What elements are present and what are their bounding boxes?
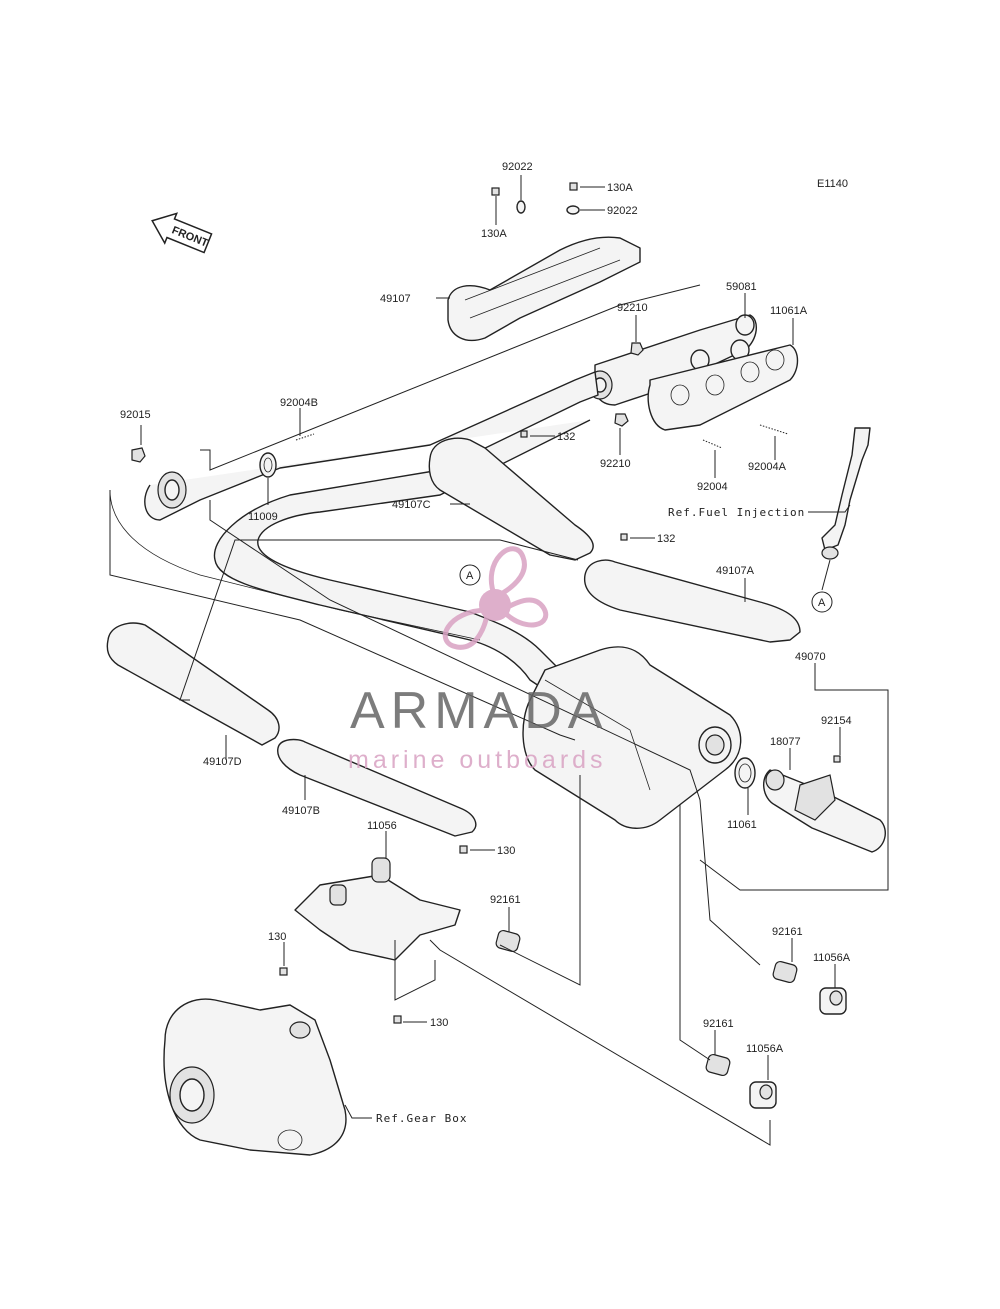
callout-132-top: 132	[557, 431, 575, 443]
callout-11056A-c: 11056A	[746, 1043, 784, 1055]
stud-92004B	[295, 433, 315, 441]
leader-lines	[109, 175, 889, 1146]
stud-92004	[702, 439, 723, 449]
marker-a-right: A	[811, 591, 833, 613]
bolt-130A-left	[491, 187, 500, 196]
bolt-130A-right	[569, 182, 578, 191]
ref-fuel-injection: Ref.Fuel Injection	[668, 506, 805, 519]
callout-49107D: 49107D	[203, 756, 242, 768]
heat-cover-49107B	[277, 738, 477, 837]
propeller-logo-icon	[442, 546, 549, 650]
spacer-92161-b	[772, 960, 798, 984]
callout-130-bottom: 130	[430, 1017, 448, 1029]
spacer-92161-c	[705, 1053, 731, 1077]
callout-59081: 59081	[726, 281, 757, 293]
callout-92210-top: 92210	[617, 302, 648, 314]
callout-92154: 92154	[821, 715, 852, 727]
callout-92004B: 92004B	[280, 397, 318, 409]
heat-cover-49107D	[106, 622, 280, 746]
callout-92161-a: 92161	[490, 894, 521, 906]
bolt-132-mid	[620, 533, 628, 541]
callout-49107C: 49107C	[392, 499, 431, 511]
callout-130A-left: 130A	[481, 228, 507, 240]
bolt-130-bottom	[393, 1015, 402, 1024]
stud-92004A	[759, 424, 789, 435]
heat-cover-49107A	[584, 559, 801, 643]
nut-92015	[131, 447, 146, 463]
callout-92004A: 92004A	[748, 461, 787, 473]
bushing-11056	[371, 857, 391, 883]
callout-92210-bottom: 92210	[600, 458, 631, 470]
marker-a-left: A	[459, 564, 481, 586]
callout-92004: 92004	[697, 481, 728, 493]
callout-92022-right: 92022	[607, 205, 638, 217]
callout-11056A-b: 11056A	[813, 952, 851, 964]
gasket-11061A	[647, 344, 799, 431]
callout-92161-b: 92161	[772, 926, 803, 938]
callout-92015: 92015	[120, 409, 151, 421]
callout-11061A: 11061A	[770, 305, 808, 317]
watermark-brand: ARMADA	[350, 682, 608, 740]
svg-text:A: A	[818, 597, 826, 609]
diagram-code: E1140	[817, 178, 848, 190]
gasket-11061	[734, 757, 756, 789]
bolt-92154	[833, 755, 841, 763]
callout-49107: 49107	[380, 293, 411, 305]
heat-shield-49107	[447, 236, 641, 342]
callout-49107B: 49107B	[282, 805, 320, 817]
bolt-130-left	[279, 967, 288, 976]
bolt-132-top	[520, 430, 528, 438]
callout-11009: 11009	[248, 511, 278, 523]
callout-92161-c: 92161	[703, 1018, 734, 1030]
ref-gear-box: Ref.Gear Box	[376, 1112, 467, 1125]
bracket-11056	[294, 874, 461, 961]
callout-11056: 11056	[367, 820, 397, 832]
watermark: ARMADA marine outboards	[348, 546, 608, 774]
callout-132-mid: 132	[657, 533, 675, 545]
nut-92210-bottom	[614, 413, 629, 427]
svg-text:A: A	[466, 570, 474, 582]
callout-130A-right: 130A	[607, 182, 633, 194]
washer-92022-top	[516, 200, 526, 214]
bolt-130-top	[459, 845, 468, 854]
nut-92210-top	[630, 342, 644, 356]
gasket-11009	[259, 452, 277, 478]
washer-92022-right	[566, 205, 580, 215]
callout-49107A: 49107A	[716, 565, 755, 577]
muffler-49070	[522, 646, 742, 829]
callout-130-top: 130	[497, 845, 515, 857]
watermark-tagline: marine outboards	[348, 746, 607, 774]
callout-18077: 18077	[770, 736, 801, 748]
callout-49070: 49070	[795, 651, 826, 663]
sensor-fuel-injection-ref	[821, 427, 871, 551]
callout-92022-top: 92022	[502, 161, 533, 173]
callout-11061: 11061	[727, 819, 757, 831]
front-arrow-icon: FRONT	[151, 212, 213, 254]
callout-130-left: 130	[268, 931, 286, 943]
callout-labels: 92022 130A 130A 92022 49107 59081 11061A…	[120, 161, 852, 1055]
heat-cover-49107C	[428, 437, 594, 561]
